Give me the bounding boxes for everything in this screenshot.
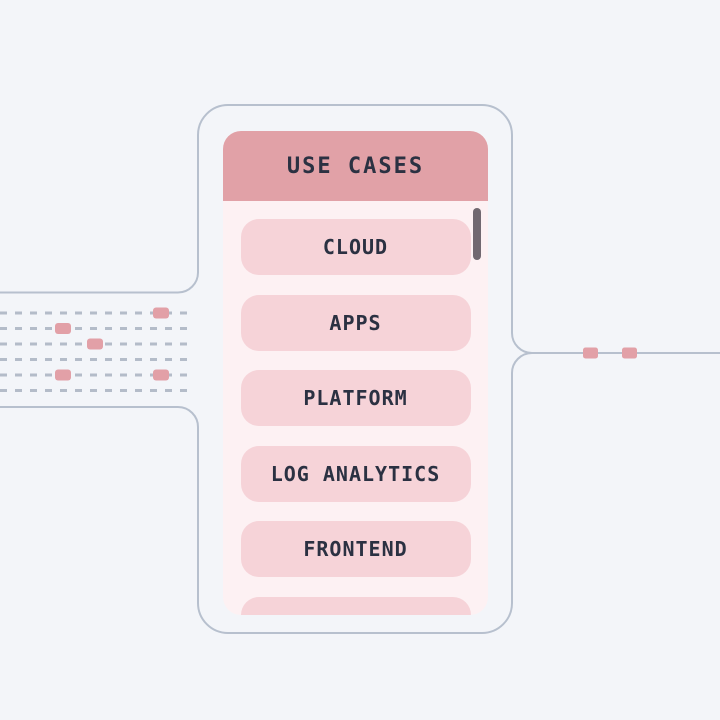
flow-packet (583, 347, 598, 359)
flow-packet (55, 369, 71, 381)
list-item-log-analytics[interactable]: LOG ANALYTICS (240, 445, 471, 502)
list-item-platform[interactable]: PLATFORM (240, 370, 471, 426)
list-item-label: APPS (329, 310, 382, 335)
list-item-label: PLATFORM (303, 386, 408, 410)
inbound-packets (55, 307, 169, 381)
list-item-label: CLOUD (322, 235, 389, 259)
list-item-label: LOG ANALYTICS (270, 461, 441, 486)
card-title: USE CASES (286, 153, 425, 179)
scrollbar-thumb[interactable] (473, 208, 481, 260)
flow-packet (87, 338, 103, 350)
flow-packet (153, 369, 169, 381)
list-item-partial[interactable] (240, 596, 471, 615)
list-item-cloud[interactable]: CLOUD (240, 219, 471, 275)
flow-packet (55, 323, 71, 334)
flow-packet (153, 307, 169, 319)
list-item-frontend[interactable]: FRONTEND (240, 521, 471, 577)
use-cases-card-header: USE CASES (223, 131, 488, 201)
list-item-apps[interactable]: APPS (240, 294, 471, 351)
use-cases-list: CLOUD APPS PLATFORM LOG ANALYTICS FRONTE… (223, 201, 488, 615)
flow-packet (622, 347, 637, 359)
outbound-packets (583, 347, 637, 359)
use-cases-card: USE CASES CLOUD APPS PLATFORM LOG ANALYT… (223, 131, 488, 615)
list-item-label: FRONTEND (303, 537, 408, 561)
